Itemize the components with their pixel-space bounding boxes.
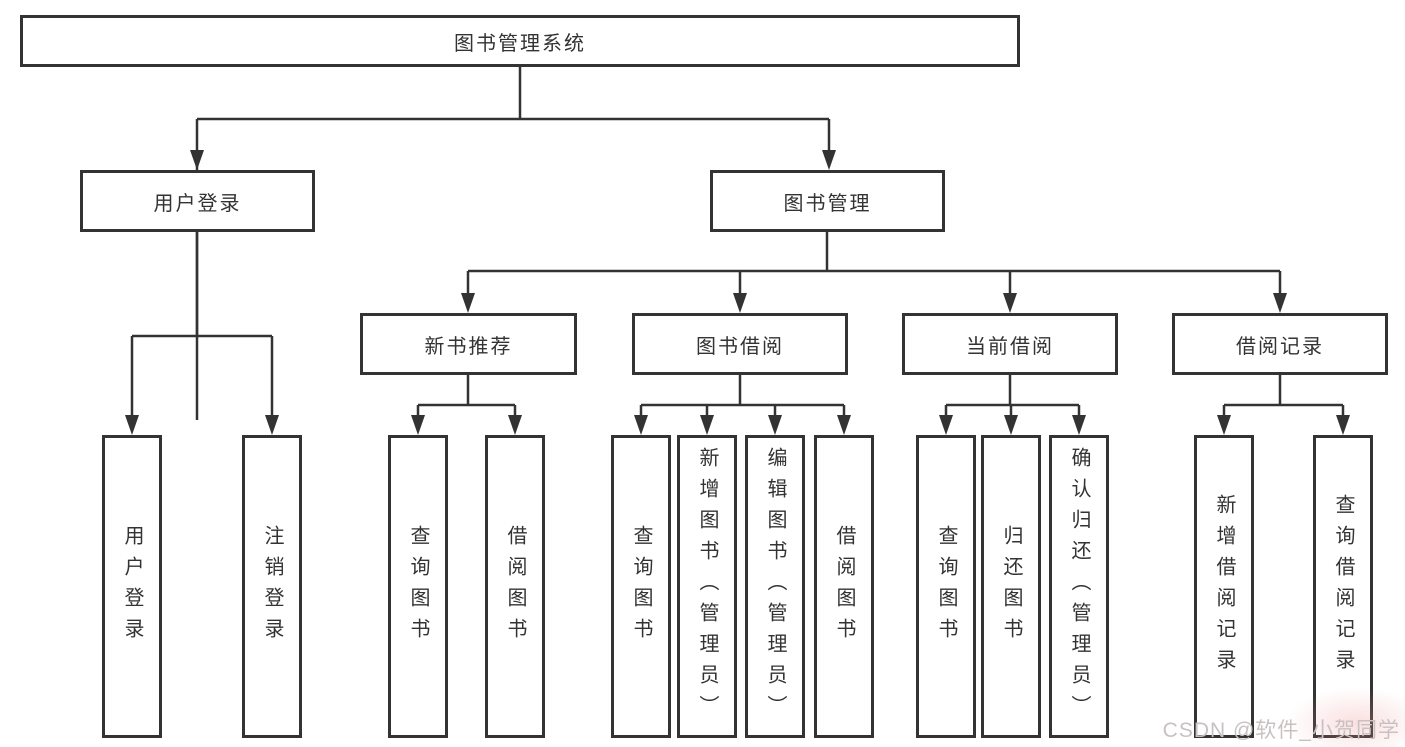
watermark: CSDN @软件_小贺同学	[1162, 719, 1400, 742]
leaf-confirm-return-admin-label: 确认归还（管理员）	[1068, 447, 1090, 726]
leaf-query-borrow-record: 查询借阅记录	[1313, 435, 1373, 738]
leaf-edit-books-admin-label: 编辑图书（管理员）	[764, 447, 786, 726]
node-book-borrow-label: 图书借阅	[696, 335, 784, 358]
leaf-borrow-books-1: 借阅图书	[485, 435, 545, 738]
leaf-borrow-books-2: 借阅图书	[814, 435, 874, 738]
node-borrow-records: 借阅记录	[1172, 313, 1388, 375]
leaf-query-books-1: 查询图书	[388, 435, 448, 738]
leaf-logout-label: 注销登录	[261, 524, 283, 649]
leaf-query-books-3-label: 查询图书	[935, 524, 957, 649]
leaf-add-borrow-record-label: 新增借阅记录	[1213, 493, 1235, 680]
node-book-management-label: 图书管理	[783, 192, 872, 215]
leaf-confirm-return-admin: 确认归还（管理员）	[1049, 435, 1109, 738]
leaf-query-books-2: 查询图书	[611, 435, 671, 738]
leaf-borrow-books-2-label: 借阅图书	[833, 524, 855, 649]
leaf-return-books-label: 归还图书	[1000, 524, 1022, 649]
node-new-book-recommend: 新书推荐	[360, 313, 577, 375]
node-user-login-branch-label: 用户登录	[153, 192, 242, 215]
node-book-management: 图书管理	[710, 170, 945, 232]
leaf-user-login-label: 用户登录	[121, 524, 143, 649]
leaf-add-books-admin: 新增图书（管理员）	[677, 435, 737, 738]
arrowheads	[125, 150, 1350, 435]
leaf-logout: 注销登录	[242, 435, 302, 738]
leaf-add-borrow-record: 新增借阅记录	[1194, 435, 1254, 738]
node-new-book-recommend-label: 新书推荐	[424, 335, 513, 358]
node-current-borrow: 当前借阅	[902, 313, 1118, 375]
node-user-login-branch: 用户登录	[80, 170, 315, 232]
leaf-borrow-books-1-label: 借阅图书	[504, 524, 526, 649]
leaf-query-books-1-label: 查询图书	[407, 524, 429, 649]
leaf-return-books: 归还图书	[981, 435, 1041, 738]
node-current-borrow-label: 当前借阅	[966, 335, 1054, 358]
node-book-borrow: 图书借阅	[632, 313, 848, 375]
leaf-add-books-admin-label: 新增图书（管理员）	[696, 447, 718, 726]
leaf-query-books-3: 查询图书	[916, 435, 976, 738]
node-borrow-records-label: 借阅记录	[1236, 335, 1324, 358]
leaf-edit-books-admin: 编辑图书（管理员）	[745, 435, 805, 738]
leaf-query-books-2-label: 查询图书	[630, 524, 652, 649]
leaf-user-login: 用户登录	[102, 435, 162, 738]
leaf-query-borrow-record-label: 查询借阅记录	[1332, 493, 1354, 680]
node-root-label: 图书管理系统	[454, 32, 586, 55]
node-root: 图书管理系统	[20, 15, 1020, 67]
